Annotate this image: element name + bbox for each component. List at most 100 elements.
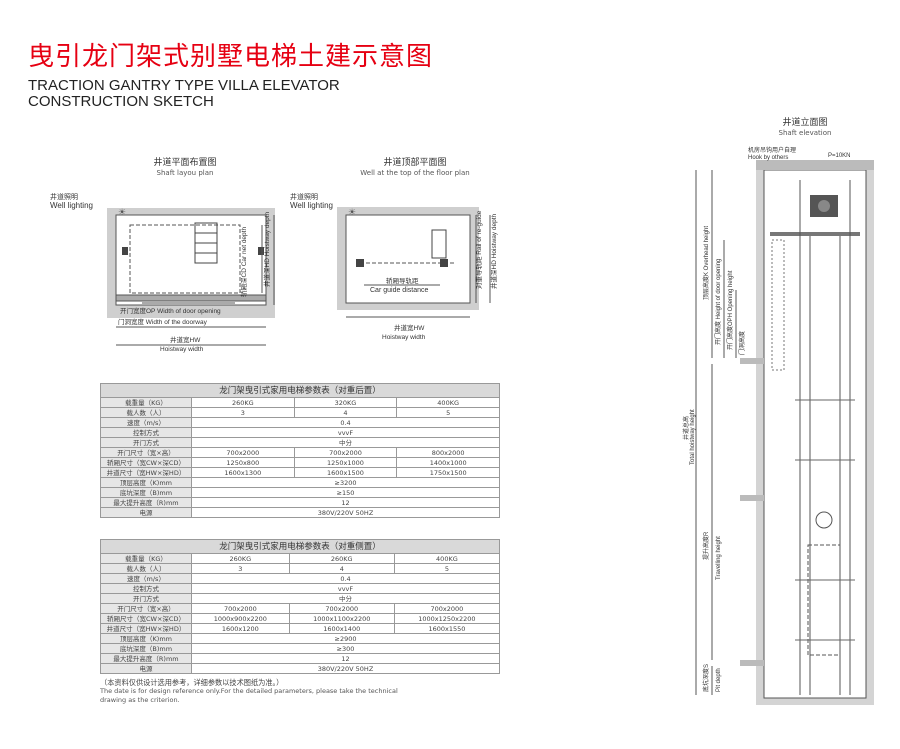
elevation-total-height-label-en: Total hoistway height [690, 409, 696, 465]
table-cell: 400KG [396, 397, 500, 408]
plan-hoistway-width-label-en: Hoistway width [160, 346, 204, 353]
row-label: 轿厢尺寸（宽CW×深CD） [100, 613, 192, 624]
row-label: 控制方式 [100, 583, 192, 594]
row-label: 底坑深度（B)mm [100, 643, 192, 654]
subtitle-line-1: TRACTION GANTRY TYPE VILLA ELEVATOR [28, 77, 340, 94]
elevation-hook-label-en: Hook by others [748, 155, 788, 161]
row-label: 开门方式 [100, 593, 192, 604]
table-cell: 5 [396, 407, 500, 418]
table-cell: 1600x1550 [393, 623, 501, 634]
elevation-travel-label-en: Travelling height [716, 536, 722, 580]
table-cell: 700x2000 [293, 447, 398, 458]
top-caption: 井道顶部平面图 Well at the top of the floor pla… [340, 158, 490, 178]
lamp-icon: ☀ [348, 207, 356, 217]
shaft-elevation-drawing: 机房吊钩用户自理 Hook by others P=10KN 顶层高度K Ove… [682, 146, 874, 705]
table-cell: 380V/220V 50HZ [191, 663, 500, 674]
row-label: 井道尺寸（宽HW×深HD） [100, 467, 192, 478]
row-label: 最大提升高度（R)mm [100, 653, 192, 664]
top-car-guide-label-en: Car guide distance [370, 287, 428, 294]
row-label: 开门尺寸（宽×高） [100, 447, 192, 458]
note-en-2: drawing as the criterion. [100, 696, 180, 704]
table-cell: vvvF [191, 583, 500, 594]
plan-door-opening-label: 开门宽度OP Width of door opening [120, 306, 221, 315]
table-cell: 12 [191, 653, 500, 664]
elevation-travel-label: 提升高度R [702, 531, 710, 560]
table-row: 速度（m/s）0.4 [100, 417, 500, 428]
table-cell: ≥3200 [191, 477, 500, 488]
table-cell: 1000x1250x2200 [393, 613, 501, 624]
plan-doorway-width-label: 门洞宽度 Width of the doorway [118, 317, 208, 326]
table-cell: 12 [191, 497, 500, 508]
table-cell: 1600x1400 [288, 623, 395, 634]
disclaimer-note: （本资料仅供设计选用参考，详细参数以技术图纸为准。） The date is f… [100, 678, 398, 705]
shaft-plan-drawing: 井道照明 Well lighting ☀ 轿厢深CD Car net depth… [50, 192, 275, 353]
table-cell: 中分 [191, 593, 500, 604]
row-label: 载人数（人） [100, 407, 192, 418]
row-label: 最大提升高度（R)mm [100, 497, 192, 508]
table-cell: ≥2900 [191, 633, 500, 644]
row-label: 电源 [100, 663, 192, 674]
table-row: 开门方式中分 [100, 593, 500, 604]
row-label: 速度（m/s） [100, 573, 192, 584]
plan-lighting-label-en: Well lighting [50, 201, 93, 210]
top-title: 井道顶部平面图 [383, 158, 447, 168]
table-cell: 700x2000 [191, 603, 290, 614]
page-subtitle: TRACTION GANTRY TYPE VILLA ELEVATOR CONS… [28, 78, 340, 110]
table-cell: 1750x1500 [396, 467, 500, 478]
shaft-top-drawing: 井道照明 Well lighting ☀ 轿厢导轨距 Car guide dis… [290, 192, 498, 341]
table-title: 龙门架曳引式家用电梯参数表（对重侧置） [100, 539, 500, 554]
table-row: 速度（m/s）0.4 [100, 573, 500, 584]
elevation-overhead-label: 顶层高度K Overhead height [702, 226, 710, 300]
row-label: 轿厢尺寸（宽CW×深CD） [100, 457, 192, 468]
elevation-pit-label: 底坑深度S [702, 664, 710, 692]
elevation-opening-height-label: 开门高度OPH Opening height [726, 270, 734, 350]
table-cell: 400KG [393, 553, 501, 564]
table-row: 开门方式中分 [100, 437, 500, 448]
table-title: 龙门架曳引式家用电梯参数表（对重后置） [100, 383, 500, 398]
subtitle-line-2: CONSTRUCTION SKETCH [28, 93, 214, 110]
row-label: 开门尺寸（宽×高） [100, 603, 192, 614]
table-cell: 4 [293, 407, 398, 418]
table-cell: 1600x1300 [191, 467, 295, 478]
top-rail-distance-label: 对重导轨距 Rail of re-guide [474, 210, 483, 289]
lamp-icon: ☀ [118, 207, 126, 217]
table-cell: 700x2000 [393, 603, 501, 614]
row-label: 载重量（KG） [100, 397, 192, 408]
row-label: 开门方式 [100, 437, 192, 448]
note-en-1: The date is for design reference only.Fo… [100, 687, 398, 695]
elevation-pit-label-en: Pit depth [716, 668, 722, 692]
elevation-door-height-label: 开门高度 Height of door opening [714, 259, 722, 345]
elevation-total-height-label: 井道总高 [682, 416, 690, 440]
table-cell: 1400x1000 [396, 457, 500, 468]
table-cell: 1000x900x2200 [191, 613, 290, 624]
row-label: 速度（m/s） [100, 417, 192, 428]
table-cell: ≥150 [191, 487, 500, 498]
elevation-hook-label: 机房吊钩用户自理 [748, 146, 796, 154]
plan-hoistway-width-label: 井道宽HW [170, 335, 201, 344]
table-cell: 260KG [288, 553, 395, 564]
plan-car-depth-label: 轿厢深CD Car net depth [239, 227, 248, 297]
elevation-title: 井道立面图 [782, 118, 828, 128]
elevation-load-label: P=10KN [828, 153, 851, 159]
table-cell: 800x2000 [396, 447, 500, 458]
table-cell: 1600x1200 [191, 623, 290, 634]
table-cell: ≥300 [191, 643, 500, 654]
top-car-guide-label: 轿厢导轨距 [386, 276, 419, 285]
plan-hoistway-depth-label: 井道深HD Hoistway depth [262, 211, 271, 287]
table-cell: 3 [191, 407, 295, 418]
table-cell: 320KG [293, 397, 398, 408]
table-cell: vvvF [191, 427, 500, 438]
